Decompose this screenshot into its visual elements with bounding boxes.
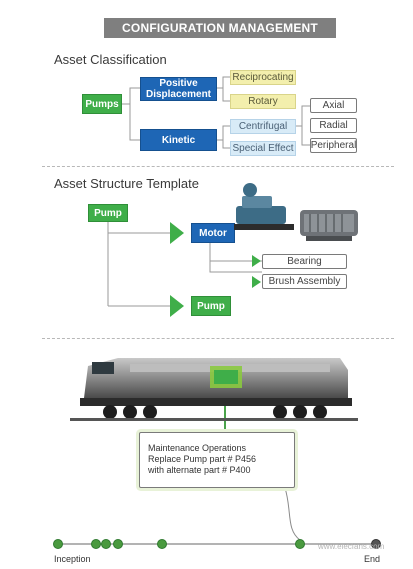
timeline-end-label: End: [364, 554, 381, 564]
section-divider-1: [42, 166, 394, 167]
asset-structure-title: Asset Structure Template: [54, 176, 199, 191]
pump-child-node: Pump: [191, 296, 231, 316]
pump-root-node: Pump: [88, 204, 128, 222]
lifecycle-timeline: [53, 539, 381, 549]
pumps-node: Pumps: [82, 94, 122, 114]
asset-classification-title: Asset Classification: [54, 52, 167, 67]
reciprocating-node: Reciprocating: [230, 70, 296, 85]
maintenance-line-1: Maintenance Operations: [148, 443, 247, 453]
peripheral-node: Peripheral: [310, 138, 357, 153]
rotary-node: Rotary: [230, 94, 296, 109]
centrifugal-node: Centrifugal: [230, 119, 296, 134]
special-effect-node: Special Effect: [230, 141, 296, 156]
timeline-start-label: Inception: [54, 554, 91, 564]
bearing-node: Bearing: [262, 254, 347, 269]
maintenance-callout: Maintenance Operations Replace Pump part…: [139, 432, 295, 488]
maintenance-line-2: Replace Pump part # P456: [148, 454, 257, 464]
maintenance-line-3: with alternate part # P400: [148, 465, 251, 475]
brush-assembly-node: Brush Assembly: [262, 274, 347, 289]
watermark-text: www.elecfans.com: [318, 542, 385, 551]
radial-node: Radial: [310, 118, 357, 133]
motor-node: Motor: [191, 223, 235, 243]
locomotive-illustration: [70, 358, 358, 421]
positive-displacement-node: Positive Displacement: [140, 77, 217, 101]
pump-motor-illustration: [234, 183, 358, 241]
page-banner: CONFIGURATION MANAGEMENT: [104, 18, 336, 38]
section-divider-2: [42, 338, 394, 339]
axial-node: Axial: [310, 98, 357, 113]
kinetic-node: Kinetic: [140, 129, 217, 151]
